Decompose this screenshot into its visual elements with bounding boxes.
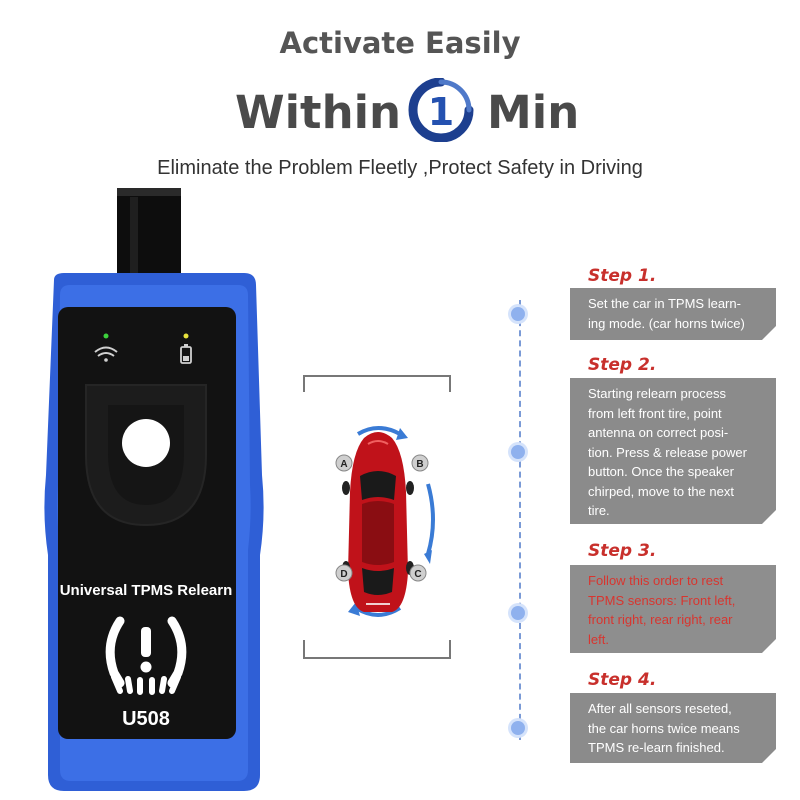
wifi-icon (94, 346, 118, 362)
step-2-line: button. Once the speaker (588, 464, 734, 479)
battery-icon (180, 344, 192, 364)
headline-within: Within (235, 86, 402, 139)
step-2-line: chirped, move to the next (588, 483, 734, 499)
step-2-line: tion. Press & release power (588, 444, 747, 460)
tire-label-d: D (340, 569, 347, 580)
step-4-title: Step 4. (588, 670, 657, 690)
headline-within-min: Within 1 Min (235, 78, 580, 142)
step-3-line: left. (588, 631, 609, 647)
antenna (117, 188, 181, 288)
step-3-line: Follow this order to rest (588, 573, 724, 588)
step-2-line: tire. (588, 503, 610, 518)
headline-activate: Activate Easily (279, 26, 521, 60)
tire-label-c: C (414, 569, 421, 580)
step-2-box: Starting relearn process from left front… (570, 378, 776, 524)
step-4-line: After all sensors reseted, (588, 701, 732, 716)
step-2-line: Starting relearn process (588, 386, 727, 401)
step-3-title: Step 3. (588, 541, 657, 561)
subtitle: Eliminate the Problem Fleetly ,Protect S… (157, 157, 643, 179)
step-3-line: TPMS sensors: Front left, (588, 592, 736, 608)
tire-label-a: A (340, 459, 347, 470)
step-1-box: Set the car in TPMS learn- ing mode. (ca… (570, 288, 776, 340)
step-4-box: After all sensors reseted, the car horns… (570, 693, 776, 763)
tire-label-b: B (416, 459, 423, 470)
one-minute-icon: 1 (408, 78, 474, 142)
timeline-dot-2 (511, 445, 525, 459)
power-button[interactable] (122, 419, 170, 467)
step-2-line: antenna on correct posi- (588, 425, 729, 440)
rotation-arrows (354, 426, 435, 617)
car-diagram: A B C D (300, 372, 455, 662)
digit-one: 1 (428, 90, 454, 134)
timeline-dot-3 (511, 606, 525, 620)
timeline-dot-4 (511, 721, 525, 735)
timeline-line (519, 300, 525, 740)
step-3-box: Follow this order to rest TPMS sensors: … (570, 565, 776, 653)
step-3-line: front right, rear right, rear (588, 612, 733, 627)
step-1-line: Set the car in TPMS learn- (588, 296, 741, 311)
tpms-warning-icon (105, 616, 187, 695)
device-model: U508 (122, 708, 170, 730)
step-2-title: Step 2. (588, 355, 657, 375)
step-4-line: the car horns twice means (588, 720, 740, 736)
step-1-line: ing mode. (car horns twice) (588, 315, 745, 331)
timeline-dot-1 (511, 307, 525, 321)
step-1-title: Step 1. (588, 266, 657, 286)
tpms-relearn-device: Universal TPMS Relearn U508 (34, 185, 274, 795)
red-car (342, 432, 414, 612)
device-label: Universal TPMS Relearn (60, 582, 233, 599)
step-4-line: TPMS re-learn finished. (588, 740, 725, 755)
headline-min: Min (487, 86, 580, 139)
step-2-line: from left front tire, point (588, 405, 722, 421)
